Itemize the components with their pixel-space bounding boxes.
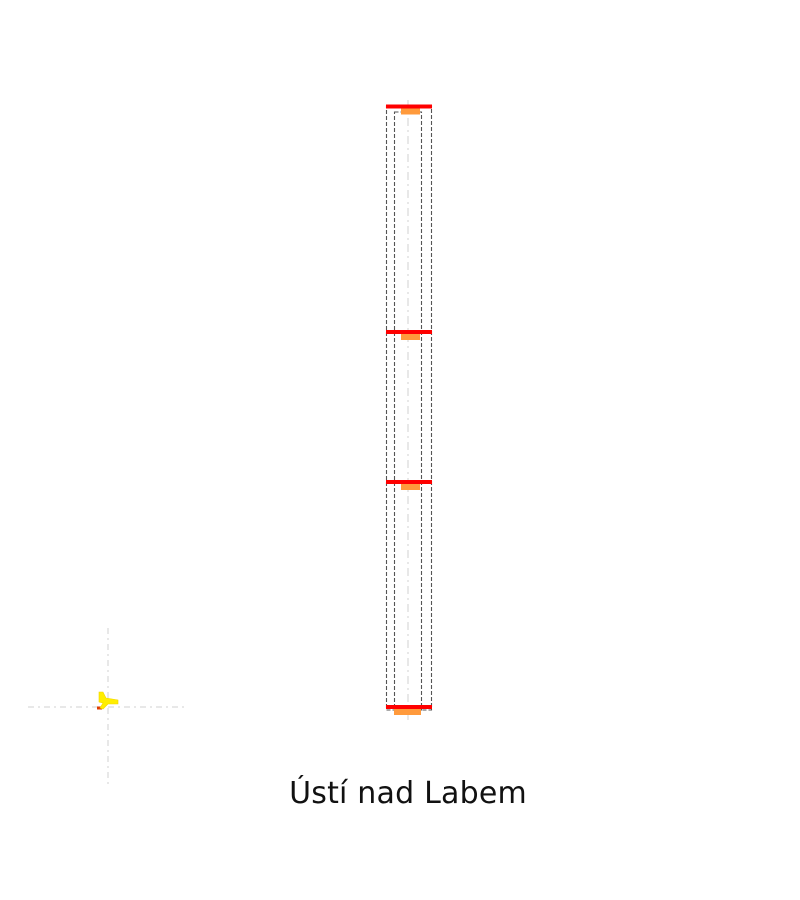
signal-bar xyxy=(386,104,432,109)
yellow-pin-icon[interactable] xyxy=(97,691,119,710)
signal-lower-middle[interactable] xyxy=(386,480,432,490)
signal-marker xyxy=(401,484,420,490)
signal-top[interactable] xyxy=(386,104,432,115)
signal-marker xyxy=(401,108,420,115)
station-name-label: Ústí nad Labem xyxy=(289,776,527,811)
origin-crosshair xyxy=(28,628,188,788)
signal-marker xyxy=(401,334,420,340)
signal-marker xyxy=(394,709,421,715)
signal-bottom[interactable] xyxy=(386,705,432,715)
track-outline[interactable] xyxy=(385,100,433,722)
outer-platform-outline xyxy=(385,105,433,711)
signal-bar xyxy=(386,705,432,709)
signal-upper-middle[interactable] xyxy=(386,330,432,340)
signal-bar xyxy=(386,330,432,334)
signal-bar xyxy=(386,480,432,484)
